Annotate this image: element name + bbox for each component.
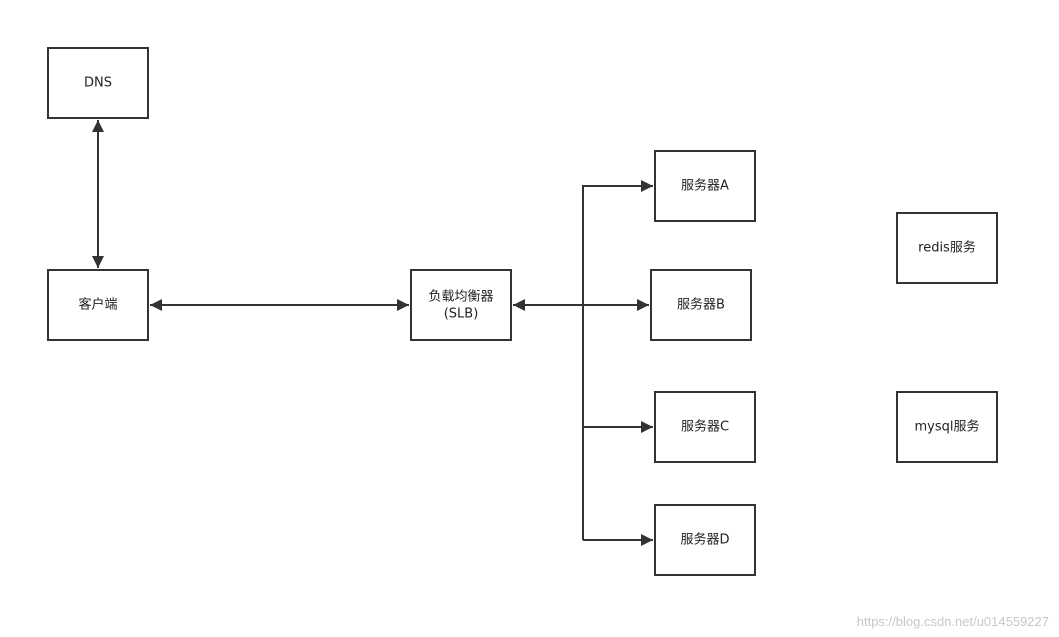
node-server-c-label: 服务器C [681, 419, 729, 435]
node-server-a-label: 服务器A [681, 178, 729, 194]
edges [92, 120, 653, 546]
node-mysql-label: mysql服务 [915, 419, 980, 435]
node-load-balancer-sublabel: (SLB) [444, 307, 479, 322]
node-server-c: 服务器C [654, 391, 756, 463]
node-server-a: 服务器A [654, 150, 756, 222]
watermark: https://blog.csdn.net/u014559227 [856, 614, 1049, 629]
node-server-b: 服务器B [650, 269, 752, 341]
node-client: 客户端 [47, 269, 149, 341]
node-redis-label: redis服务 [918, 240, 976, 256]
node-dns: DNS [47, 47, 149, 119]
node-redis: redis服务 [896, 212, 998, 284]
node-dns-label: DNS [84, 76, 112, 91]
node-server-d-label: 服务器D [680, 532, 729, 548]
node-load-balancer: 负载均衡器 (SLB) [410, 269, 512, 341]
node-server-b-label: 服务器B [677, 297, 725, 313]
node-mysql: mysql服务 [896, 391, 998, 463]
node-client-label: 客户端 [78, 297, 117, 313]
node-load-balancer-label: 负载均衡器 [428, 290, 493, 305]
node-server-d: 服务器D [654, 504, 756, 576]
